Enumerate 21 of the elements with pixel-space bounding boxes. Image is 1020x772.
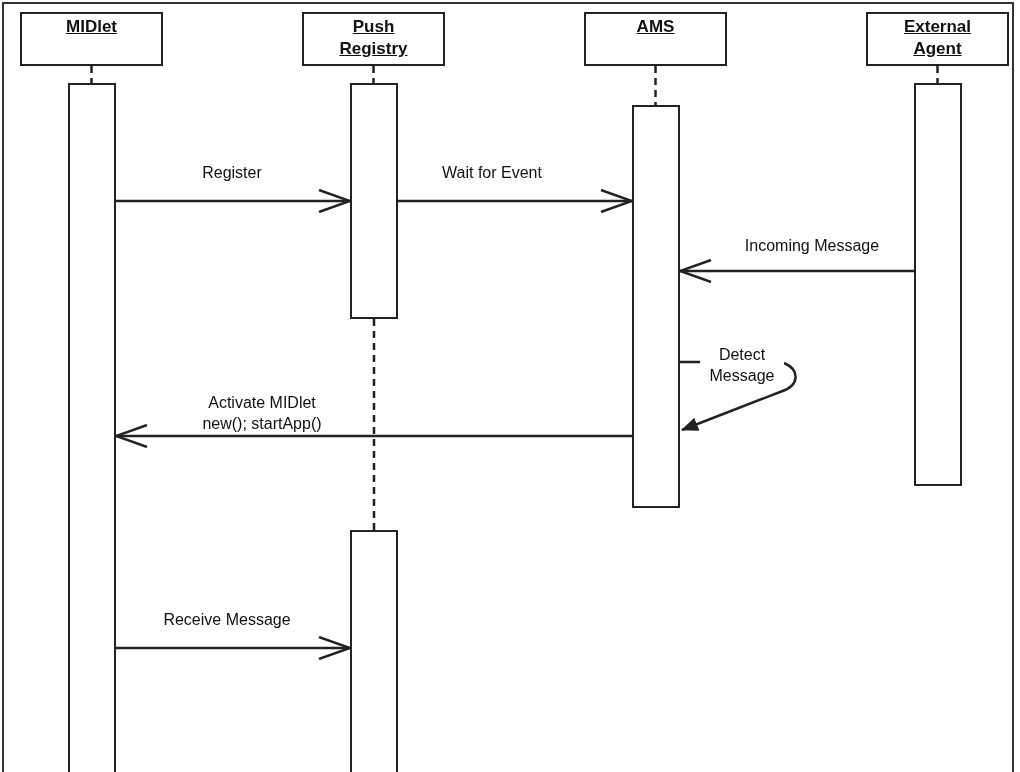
lifeline-header-box: [584, 12, 727, 66]
lifeline: [372, 66, 375, 83]
activation-bar: [68, 83, 116, 772]
message-arrow: [398, 188, 634, 214]
message-arrow: [116, 188, 352, 214]
lifeline-name: MIDlet: [66, 16, 117, 38]
lifeline: [654, 66, 657, 105]
activation-bar: [350, 530, 398, 772]
activation-bar: [350, 83, 398, 319]
lifeline-name: External Agent: [902, 16, 973, 60]
lifeline: [90, 66, 93, 83]
lifeline-name: AMS: [636, 16, 675, 38]
lifeline-header-box: [866, 12, 1009, 66]
lifeline: [372, 319, 376, 530]
lifeline-header-box: [20, 12, 163, 66]
lifeline: [936, 66, 939, 83]
message-arrow: [116, 635, 352, 661]
activation-bar: [632, 105, 680, 508]
lifeline-header-box: [302, 12, 445, 66]
lifeline-name: Push Registry: [338, 16, 409, 60]
activation-bar: [914, 83, 962, 486]
